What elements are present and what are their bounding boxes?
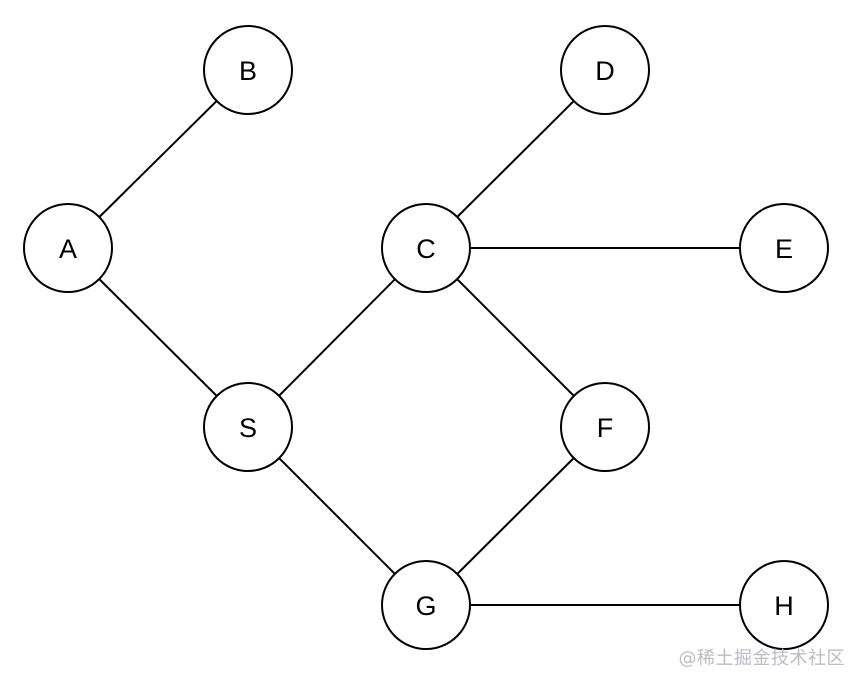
node-f-circle [560, 382, 650, 472]
node-f: F [560, 382, 650, 472]
node-c-circle [381, 203, 471, 293]
node-h: H [739, 560, 829, 650]
node-a-circle [23, 203, 113, 293]
node-b-circle [203, 25, 293, 115]
node-e: E [739, 203, 829, 293]
node-d: D [560, 25, 650, 115]
node-g: G [381, 560, 471, 650]
node-e-label: E [775, 234, 793, 264]
node-d-circle [560, 25, 650, 115]
node-s-circle [203, 382, 293, 472]
node-c-label: C [416, 234, 436, 264]
node-s: S [203, 382, 293, 472]
node-c: C [381, 203, 471, 293]
nodes-layer: A B C D E F S G H [23, 25, 829, 650]
node-e-circle [739, 203, 829, 293]
node-g-circle [381, 560, 471, 650]
node-s-label: S [239, 413, 257, 443]
node-a-label: A [59, 234, 77, 264]
node-b-label: B [239, 56, 257, 86]
node-f-label: F [597, 413, 614, 443]
node-h-circle [739, 560, 829, 650]
node-b: B [203, 25, 293, 115]
node-a: A [23, 203, 113, 293]
node-h-label: H [774, 591, 794, 621]
edges-layer [67, 69, 784, 606]
node-g-label: G [415, 591, 436, 621]
watermark-text: @稀土掘金技术社区 [678, 648, 845, 669]
node-d-label: D [595, 56, 615, 86]
